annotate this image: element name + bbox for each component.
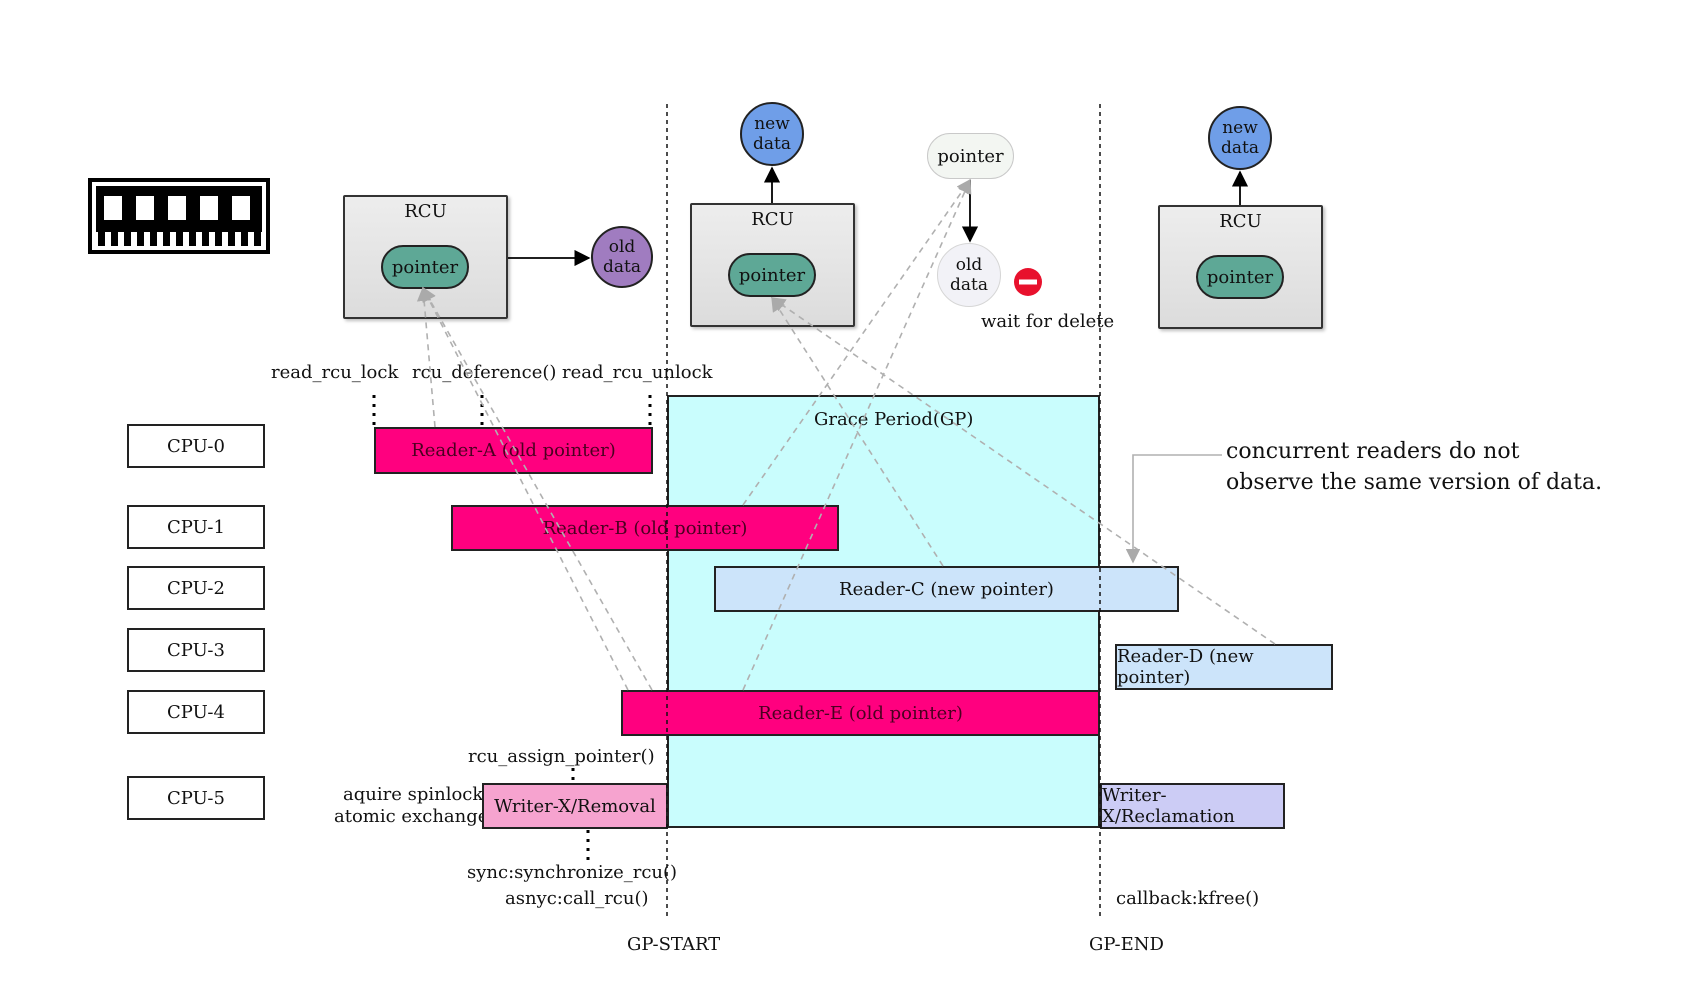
gp-start-label: GP-START (627, 934, 721, 955)
reader-a-deref-line (416, 286, 436, 428)
reader-c-bar: Reader-C (new pointer) (714, 566, 1179, 612)
assign-pointer-label: rcu_assign_pointer() (468, 746, 655, 767)
gp-end-label: GP-END (1089, 934, 1164, 955)
new-data-node: new data (1208, 106, 1272, 170)
note-line-2: observe the same version of data. (1226, 470, 1603, 495)
cpu-2-label: CPU-2 (127, 566, 265, 610)
new-data-line-2: data (1221, 138, 1259, 158)
spinlock-label: aquire spinlock (343, 784, 484, 805)
reader-b-ref-line (742, 178, 971, 506)
call-rcu-label: asnyc:call_rcu() (505, 888, 649, 909)
pointer-node: pointer (1196, 255, 1284, 299)
atomic-exchange-label: atomic exchange (334, 806, 489, 827)
old-data-line-2: data (950, 275, 988, 295)
wait-for-delete-label: wait for delete (981, 311, 1115, 332)
pointer-label: pointer (1206, 266, 1274, 288)
old-data-line-2: data (603, 257, 641, 277)
cpu-5-label: CPU-5 (127, 776, 265, 820)
dereference-label: rcu_deference() (412, 362, 557, 383)
grace-period-label: Grace Period(GP) (814, 409, 974, 430)
cpu-3-label: CPU-3 (127, 628, 265, 672)
reader-e-bar: Reader-E (old pointer) (621, 690, 1100, 736)
detached-pointer-node: pointer (927, 133, 1014, 179)
writer-removal-bar: Writer-X/Removal (482, 783, 668, 829)
rcu-title: RCU (751, 209, 794, 230)
note-line-1: concurrent readers do not (1226, 439, 1520, 464)
no-entry-icon (1013, 267, 1043, 297)
reader-e-pointer-line (742, 178, 972, 691)
reader-b-bar: Reader-B (old pointer) (451, 505, 839, 551)
pointer-node: pointer (381, 245, 469, 289)
new-data-line-1: new (1222, 118, 1258, 138)
kfree-callback-label: callback:kfree() (1116, 888, 1260, 909)
rcu-title: RCU (1219, 211, 1262, 232)
cpu-4-label: CPU-4 (127, 690, 265, 734)
pointer-label: pointer (937, 145, 1004, 167)
stale-old-data-node: old data (937, 243, 1001, 307)
rcu-box-3: RCU pointer (1158, 205, 1323, 329)
read-lock-label: read_rcu_lock (271, 362, 399, 383)
new-data-node: new data (740, 102, 804, 166)
read-unlock-label: read_rcu_unlock (562, 362, 713, 383)
rcu-title: RCU (404, 201, 447, 222)
cpu-1-label: CPU-1 (127, 505, 265, 549)
new-data-line-1: new (754, 114, 790, 134)
pointer-label: pointer (391, 256, 459, 278)
reader-d-new-pointer-line (770, 297, 1276, 645)
reader-e-ref-line-2 (422, 286, 629, 691)
old-data-line-1: old (955, 255, 983, 275)
old-data-line-1: old (608, 237, 636, 257)
old-data-node: old data (591, 226, 653, 288)
new-data-line-2: data (753, 134, 791, 154)
cpu-0-label: CPU-0 (127, 424, 265, 468)
pointer-node: pointer (728, 253, 816, 297)
concurrency-note: concurrent readers do not observe the sa… (1226, 436, 1602, 498)
rcu-box-1: RCU pointer (343, 195, 508, 319)
pointer-label: pointer (738, 264, 806, 286)
reader-a-bar: Reader-A (old pointer) (374, 427, 653, 474)
reader-c-new-pointer-line (771, 296, 944, 567)
writer-reclamation-bar: Writer-X/Reclamation (1100, 783, 1285, 829)
reader-d-bar: Reader-D (new pointer) (1115, 644, 1333, 690)
note-pointer-line (1125, 454, 1222, 564)
memory-chip-icon (88, 178, 270, 254)
synchronize-rcu-label: sync:synchronize_rcu() (467, 862, 678, 883)
reader-e-ref-line-1 (422, 286, 653, 691)
